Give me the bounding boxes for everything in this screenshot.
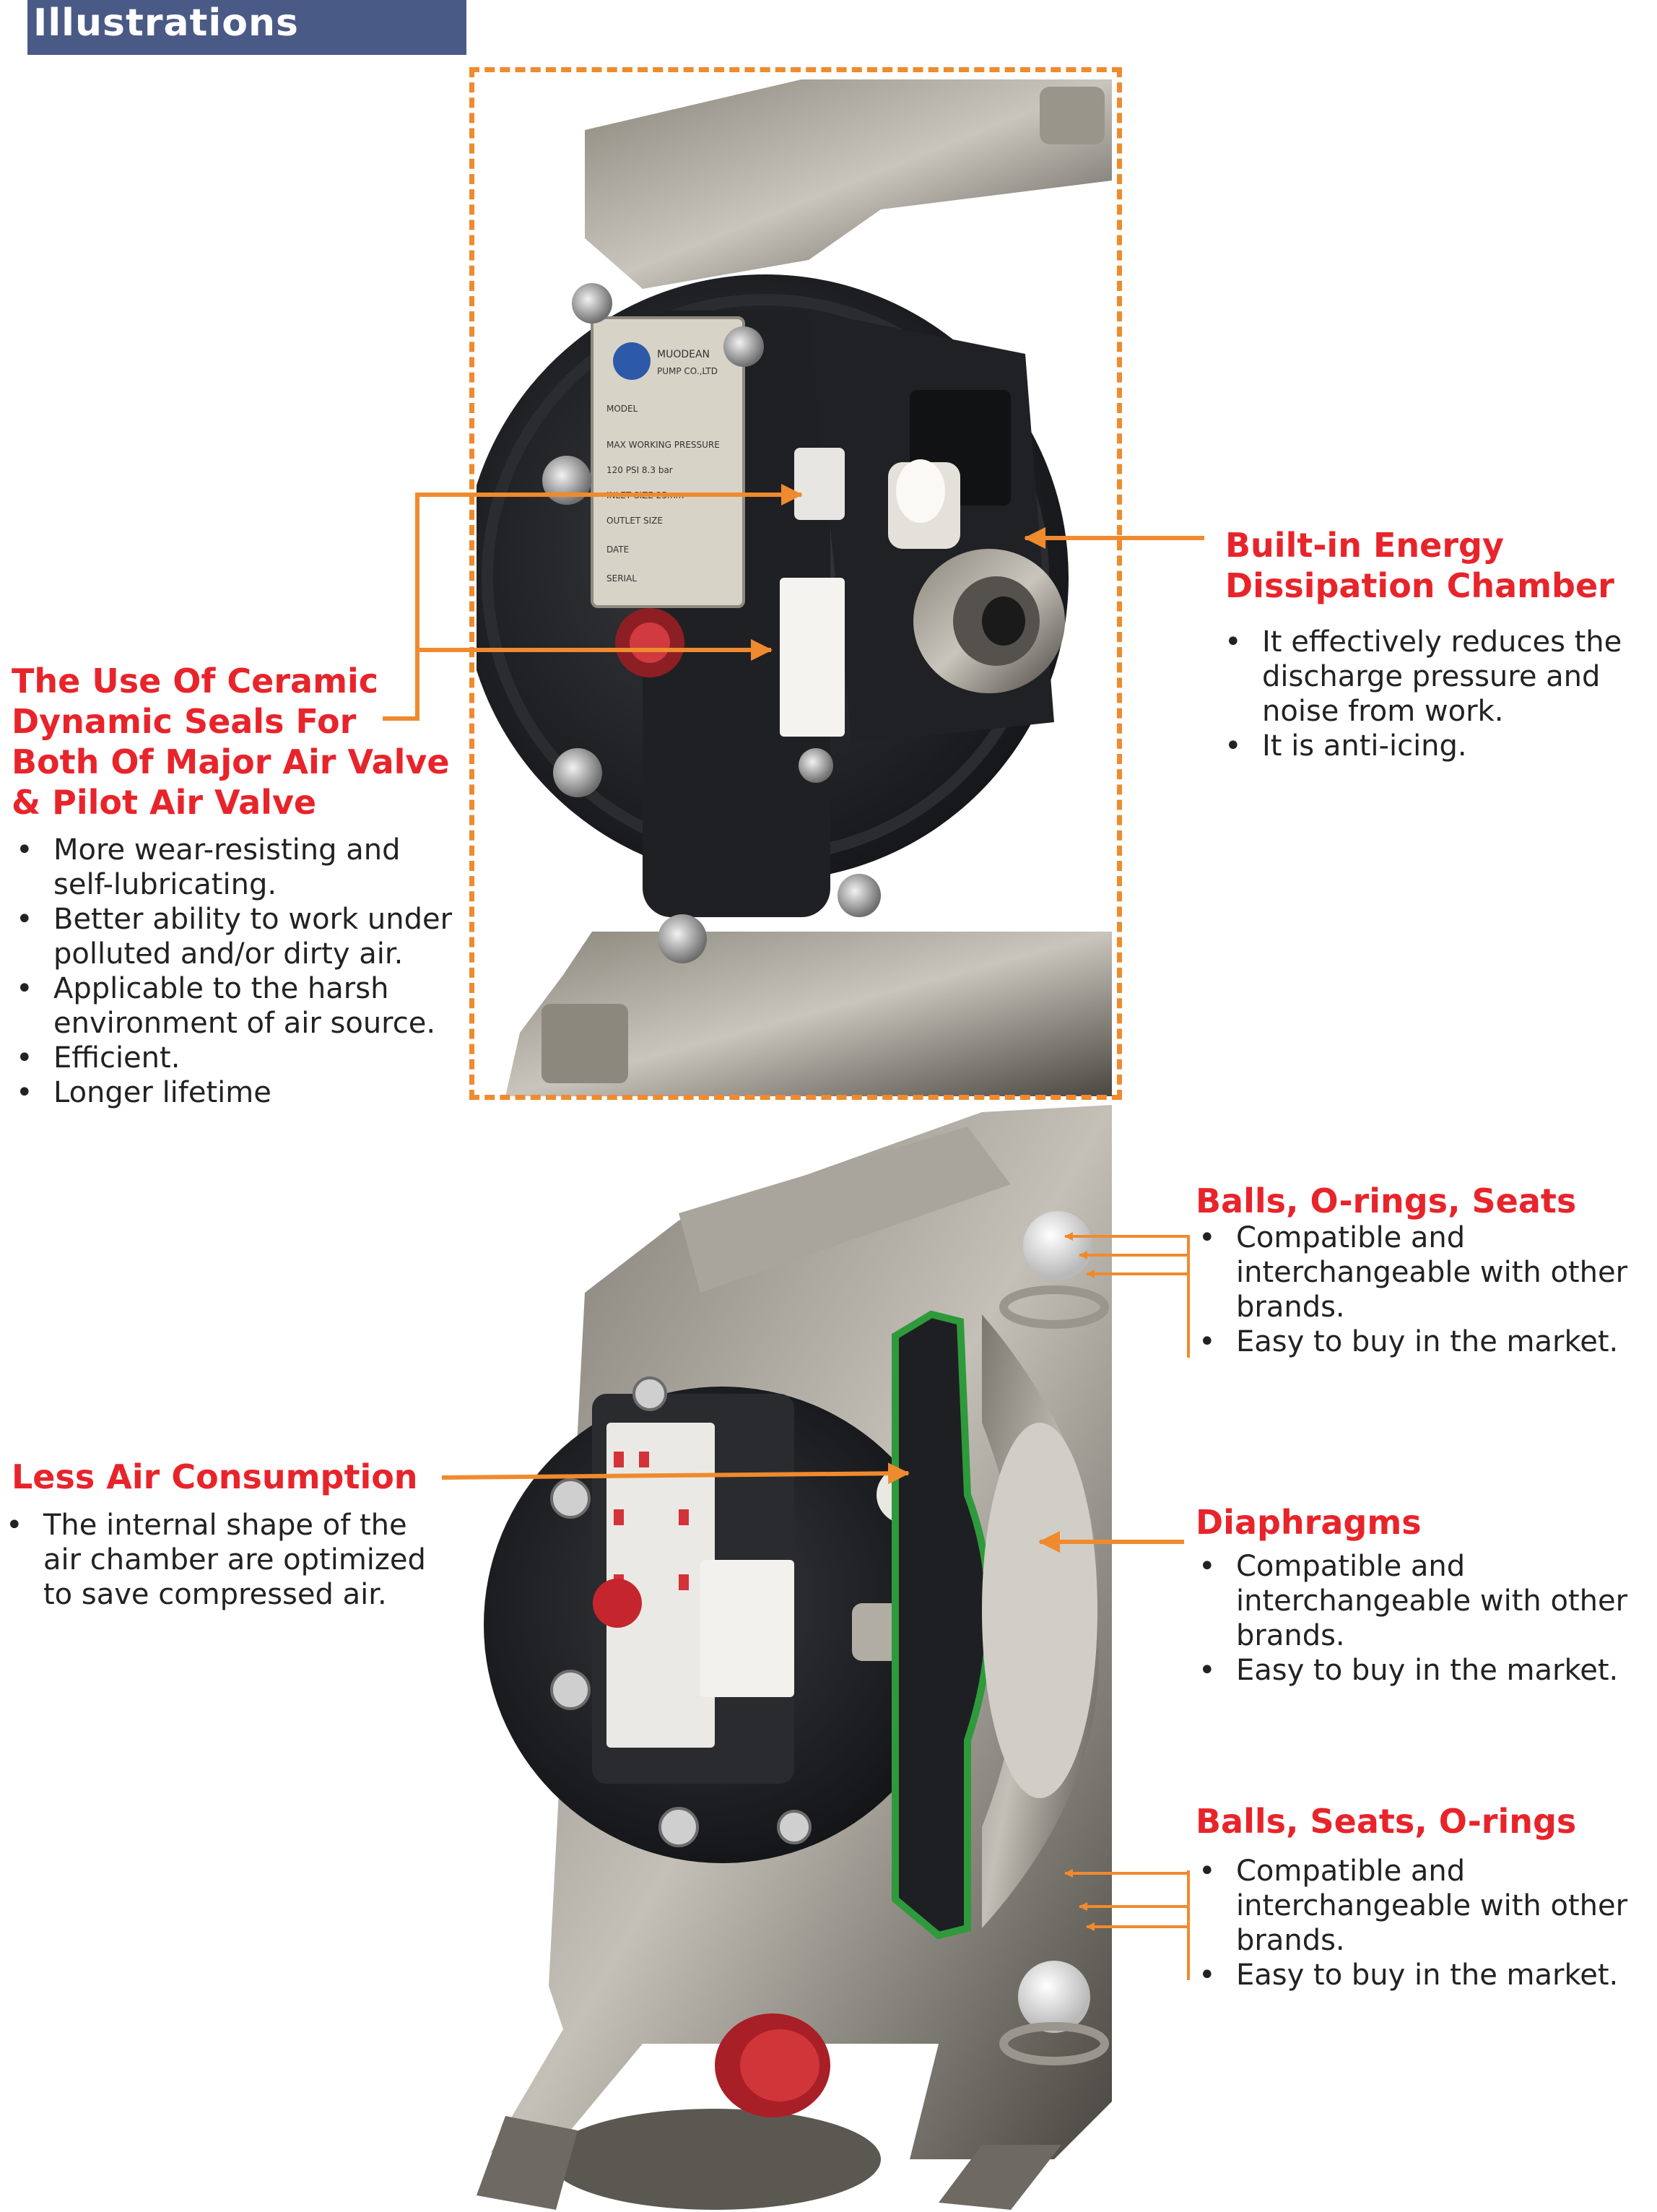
energy-chamber-bullets: It effectively reduces the discharge pre… xyxy=(1220,625,1646,763)
list-item: Efficient. xyxy=(12,1041,459,1075)
list-item: It is anti-icing. xyxy=(1220,729,1646,763)
ceramic-seals-title: The Use Of Ceramic Dynamic Seals For Bot… xyxy=(12,662,450,822)
nameplate-row: MODEL xyxy=(606,404,638,414)
list-item: Easy to buy in the market. xyxy=(1194,1653,1642,1688)
balls-top-title: Balls, O-rings, Seats xyxy=(1196,1181,1577,1220)
energy-chamber-title: Built-in Energy Dissipation Chamber xyxy=(1225,526,1614,605)
list-item: More wear-resisting and self-lubricating… xyxy=(12,833,459,902)
list-item: It effectively reduces the discharge pre… xyxy=(1220,625,1646,729)
highlight-frame xyxy=(469,67,1122,1100)
list-item: Compatible and interchangeable with othe… xyxy=(1194,1220,1642,1324)
page-title: Illustrations xyxy=(33,1,299,45)
pump-cutaway-illustration xyxy=(477,1105,1112,2210)
list-item: Easy to buy in the market. xyxy=(1194,1324,1642,1359)
balls-bottom-title: Balls, Seats, O-rings xyxy=(1196,1802,1577,1841)
balls-top-bullets: Compatible and interchangeable with othe… xyxy=(1194,1220,1642,1359)
nameplate-brand: MUODEAN xyxy=(657,349,710,360)
air-consumption-bullets: The internal shape of the air chamber ar… xyxy=(1,1508,435,1612)
list-item: Longer lifetime xyxy=(12,1075,459,1110)
nameplate-company: PUMP CO.,LTD xyxy=(657,366,718,376)
list-item: Applicable to the harsh environment of a… xyxy=(12,971,459,1041)
diaphragms-bullets: Compatible and interchangeable with othe… xyxy=(1194,1549,1642,1688)
list-item: Better ability to work under polluted an… xyxy=(12,902,459,971)
air-consumption-title: Less Air Consumption xyxy=(12,1457,418,1496)
balls-bottom-bullets: Compatible and interchangeable with othe… xyxy=(1194,1854,1642,1992)
list-item: The internal shape of the air chamber ar… xyxy=(1,1508,435,1612)
list-item: Compatible and interchangeable with othe… xyxy=(1194,1549,1642,1653)
header-band: Illustrations xyxy=(27,0,466,55)
diaphragms-title: Diaphragms xyxy=(1196,1503,1422,1542)
nameplate-row: MAX WORKING PRESSURE xyxy=(606,440,720,450)
ceramic-seals-bullets: More wear-resisting and self-lubricating… xyxy=(12,833,459,1110)
list-item: Compatible and interchangeable with othe… xyxy=(1194,1854,1642,1958)
nameplate-row: 120 PSI 8.3 bar xyxy=(606,465,673,475)
list-item: Easy to buy in the market. xyxy=(1194,1958,1642,1992)
